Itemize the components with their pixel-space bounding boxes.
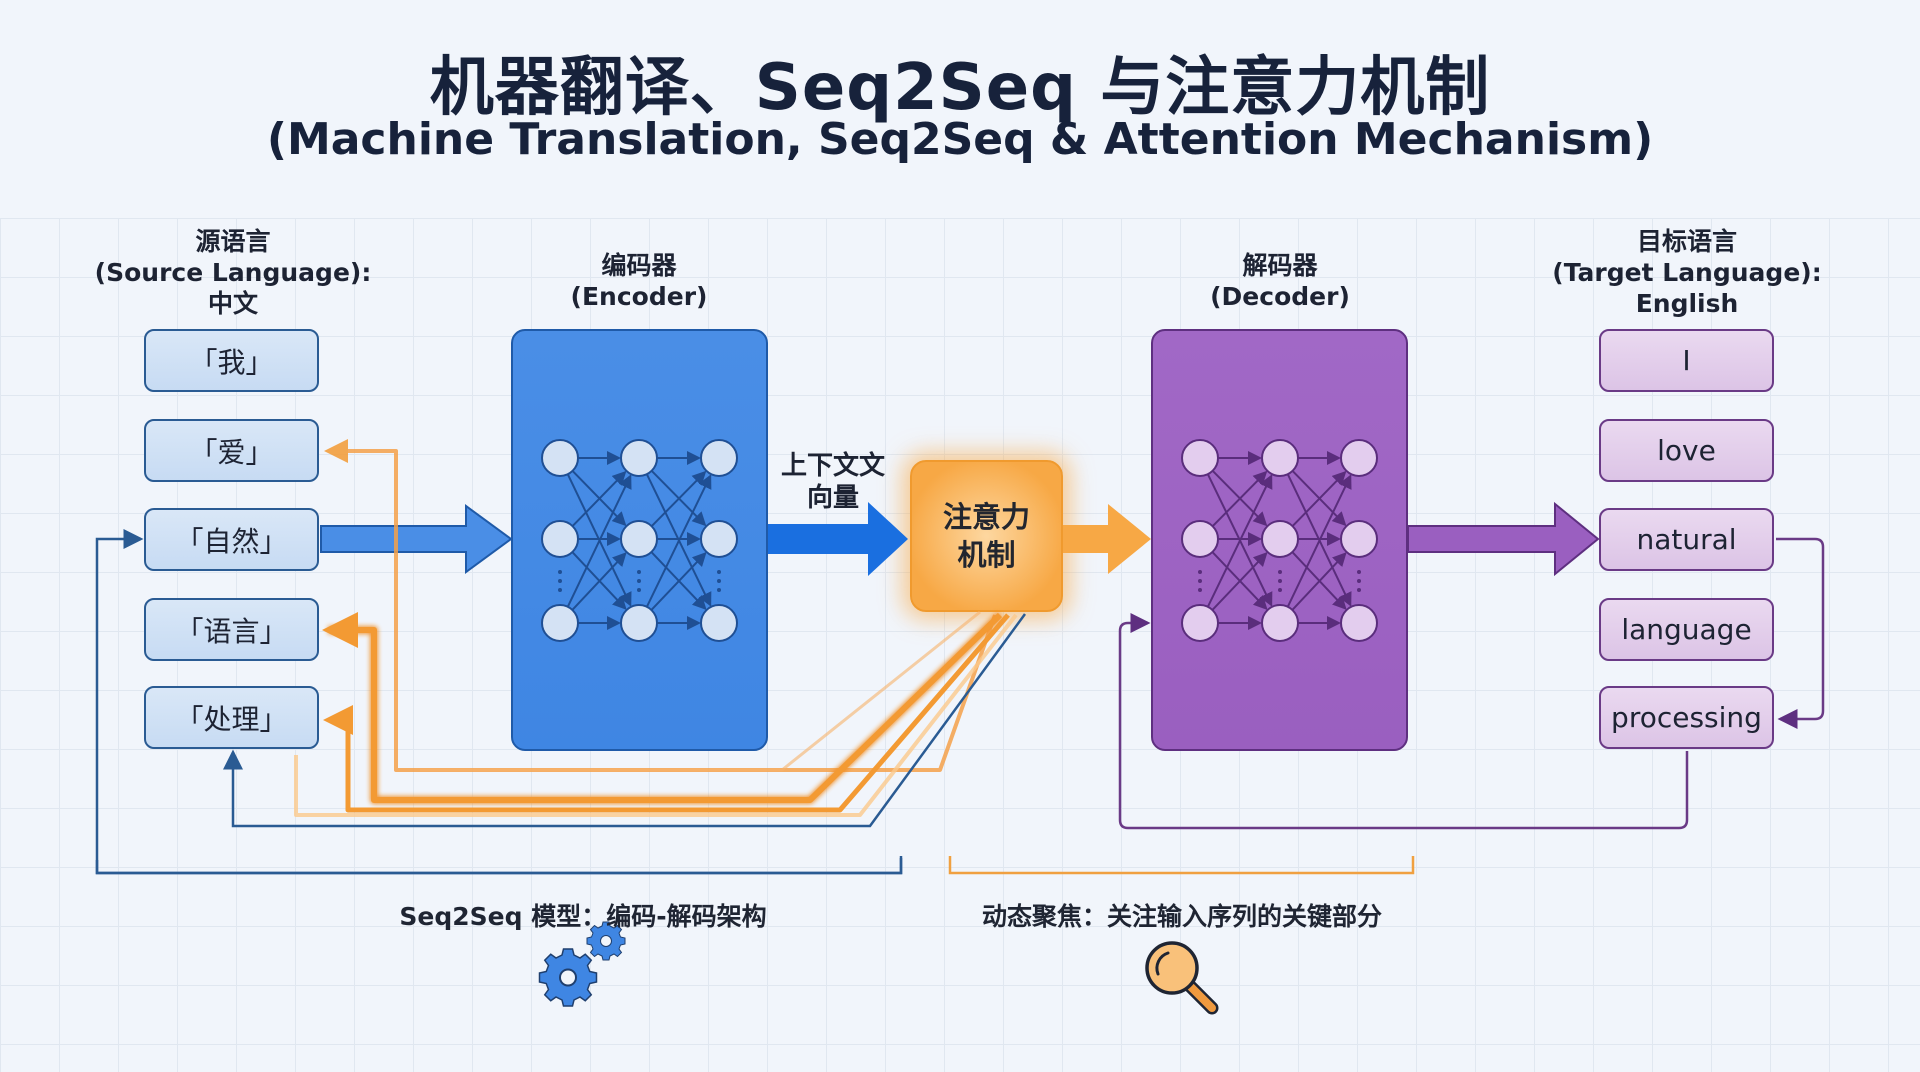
source-header-en: (Source Language):	[94, 258, 372, 287]
source-word-5: 「处理」	[144, 686, 319, 749]
decoder-box	[1151, 329, 1408, 751]
attention-caption: 动态聚焦：关注输入序列的关键部分	[981, 902, 1383, 931]
decoder-header-en: (Decoder)	[1210, 282, 1350, 311]
context-label-line1: 上下文文	[780, 451, 886, 481]
encoder-header: 编码器 (Encoder)	[571, 250, 708, 312]
target-word-5: processing	[1599, 686, 1774, 749]
attention-mechanism-box: 注意力 机制	[910, 460, 1063, 612]
target-header-zh: 目标语言	[1636, 227, 1737, 256]
encoder-header-en: (Encoder)	[570, 282, 708, 311]
encoder-box	[511, 329, 768, 751]
context-vector-label: 上下文文 向量	[781, 450, 885, 514]
page-title: 机器翻译、Seq2Seq 与注意力机制	[429, 51, 1491, 125]
page-subtitle: (Machine Translation, Seq2Seq & Attentio…	[266, 114, 1654, 165]
target-word-2: love	[1599, 419, 1774, 482]
target-word-3: natural	[1599, 508, 1774, 571]
target-language-header: 目标语言 (Target Language): English	[1552, 226, 1821, 319]
decoder-header: 解码器 (Decoder)	[1210, 250, 1350, 312]
attention-label-line1: 注意力	[942, 500, 1030, 534]
attention-label-line2: 机制	[957, 538, 1016, 572]
encoder-header-zh: 编码器	[601, 251, 677, 280]
decoder-header-zh: 解码器	[1242, 251, 1318, 280]
target-word-1: I	[1599, 329, 1774, 392]
source-word-1: 「我」	[144, 329, 319, 392]
context-label-line2: 向量	[806, 483, 860, 513]
target-header-en: (Target Language):	[1552, 258, 1822, 287]
source-word-4: 「语言」	[144, 598, 319, 661]
source-header-lang: 中文	[207, 289, 258, 318]
seq2seq-caption: Seq2Seq 模型：编码-解码架构	[399, 902, 767, 931]
source-language-header: 源语言 (Source Language): 中文	[95, 226, 372, 319]
source-word-2: 「爱」	[144, 419, 319, 482]
source-word-3: 「自然」	[144, 508, 319, 571]
target-header-lang: English	[1635, 289, 1739, 318]
target-word-4: language	[1599, 598, 1774, 661]
source-header-zh: 源语言	[195, 227, 271, 256]
